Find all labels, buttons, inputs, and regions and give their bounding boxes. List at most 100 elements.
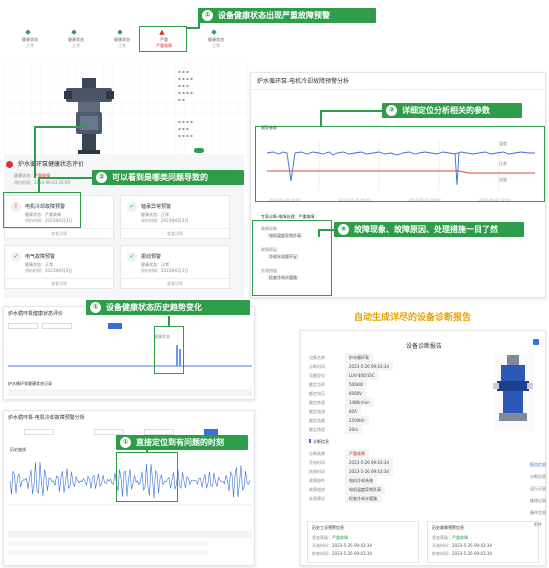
view-details-link[interactable]: 查看详情 xyxy=(5,278,113,288)
warn-card-motor-cooling[interactable]: ! 电机冷却故障预警 健康状态：严重故障 评价时间：2023年6月3日 查看详情 xyxy=(4,195,114,239)
connector-line xyxy=(320,110,382,112)
param-chart: 温度 压差 流量 2023-05-28 00:00 2023-05-30 00:… xyxy=(259,131,541,205)
side-tab-attachment[interactable]: 附件 xyxy=(534,522,542,527)
history-curve xyxy=(9,462,251,499)
history-fault-box: 历史故障预警信息 状态等级：严重故障 开始时间：2023-5-26 09:43:… xyxy=(427,521,539,563)
shield-icon: ◆ xyxy=(211,28,217,36)
history-chart-title: 历史曲线 xyxy=(10,447,26,452)
equipment-photo xyxy=(493,353,533,431)
warn-card-bearing[interactable]: ✓ 轴承异常预警 健康状态：正常 评价时间：2023年6月3日 查看详情 xyxy=(120,195,230,239)
connector-line xyxy=(186,27,200,29)
stat-card[interactable]: ◆ 健康状态 正常 xyxy=(22,28,38,48)
highlight-box-chart xyxy=(255,126,545,202)
eval-time: 评价时间：2023-06-03 20:00 xyxy=(14,180,71,185)
shield-icon: ◆ xyxy=(25,28,31,36)
diag-field: 故障部件电机冷却系统 xyxy=(309,476,377,485)
stat-card[interactable]: ◆ 健康状态 正常 xyxy=(208,28,224,48)
diag-field: 诊断结果严重故障 xyxy=(309,449,369,458)
filter-box[interactable] xyxy=(144,429,174,435)
connector-line xyxy=(38,177,92,179)
warn-card-electrical[interactable]: ✓ 电气故障预警 健康状态：正常 评价时间：2023年6月3日 查看详情 xyxy=(4,245,114,289)
side-tab-diagnosis[interactable]: 诊断信息 xyxy=(530,474,546,479)
report-field: 设备名称炉水循环泵 xyxy=(309,353,373,362)
legend-item: 温度 xyxy=(499,140,507,146)
fault-heading: 专家诊断-故障处理：严重故障 xyxy=(261,214,315,219)
filter-box[interactable] xyxy=(94,429,124,435)
print-icon[interactable] xyxy=(533,339,539,345)
cause-value: 冷却水流量不足 xyxy=(267,254,299,259)
check-icon: ✓ xyxy=(127,202,137,212)
stat-card[interactable]: ◆ 健康状态 正常 xyxy=(114,28,130,48)
filter-box[interactable] xyxy=(42,323,72,329)
history-title: 炉水循环泵-电机冷却故障预警分析 xyxy=(8,415,85,421)
side-list: ▪ ▪ ▪▪ ▪ ▪ ▪▪ ▪ ▪▪ ▪ ▪ ▪▪ ▪ xyxy=(178,69,193,102)
axis-tick: 2023-06-03 00:00 xyxy=(479,198,511,202)
alert-icon: ! xyxy=(11,202,21,212)
tab-alarm-params[interactable]: 报警参数 xyxy=(261,125,277,130)
side-tab-repair[interactable]: 维修记录 xyxy=(530,498,546,503)
side-list: ▪ ▪ ▪ ▪▪ ▪ ▪▪ ▪ ▪ ▪ xyxy=(178,119,193,138)
highlight-box-motor xyxy=(3,192,81,228)
cause-label: 故障原因 xyxy=(261,247,277,252)
side-tab-running[interactable]: 运行记录 xyxy=(530,486,546,491)
filter-box[interactable] xyxy=(24,429,54,435)
view-details-link[interactable]: 查看详情 xyxy=(5,228,113,238)
stat-card[interactable]: ◆ 健康状态 正常 xyxy=(68,28,84,48)
report-headline: 自动生成详尽的设备诊断报告 xyxy=(354,313,472,323)
mini-toggle[interactable] xyxy=(194,148,204,153)
report-title: 设备诊断报告 xyxy=(405,343,442,350)
connector-line xyxy=(38,177,40,193)
search-button[interactable] xyxy=(108,323,122,329)
table-header xyxy=(8,531,252,538)
connector-line xyxy=(318,229,334,231)
axis-tick: 2023-05-30 00:00 xyxy=(339,198,371,202)
axis-tick: 2023-06-01 00:00 xyxy=(409,198,441,202)
table-header xyxy=(8,389,252,396)
view-details-link[interactable]: 查看详情 xyxy=(121,228,229,238)
connector-line xyxy=(34,126,86,128)
box-row: 开始时间：2023-5-26 09:43:34 xyxy=(432,543,492,548)
side-tab-parts[interactable]: 备件信息 xyxy=(530,510,546,515)
diag-field: 故障描述电机温度异常升高 xyxy=(309,485,385,494)
check-icon: ✓ xyxy=(127,252,137,262)
filter-box[interactable] xyxy=(8,323,38,329)
eval-status: 健康状态：严重故障 xyxy=(14,173,50,178)
side-tab-report[interactable]: 报告信息 xyxy=(530,462,546,467)
legend-item: 流量 xyxy=(499,176,507,182)
phenomenon-label: 故障现象 xyxy=(261,226,277,231)
divider xyxy=(251,89,545,90)
box-row: 结束时间：2023-5-26 09:43:34 xyxy=(432,551,492,556)
stat-card-alarm[interactable]: ▲ 严重 严重故障 xyxy=(142,28,186,50)
search-button[interactable] xyxy=(204,429,218,435)
warn-card-vibration[interactable]: ✓ 振动预警 健康状态：正常 评价时间：2023年6月3日 查看详情 xyxy=(120,245,230,289)
view-details-link[interactable]: 查看详情 xyxy=(121,278,229,288)
highlight-box-trend xyxy=(154,326,184,374)
history-condition-box: 历史工况预警信息 状态等级：严重故障 开始时间：2023-5-26 09:43:… xyxy=(307,521,419,563)
history-chart xyxy=(8,462,252,506)
measure-value: 检查冷却水管路 xyxy=(267,275,299,280)
legend-item: 压差 xyxy=(499,160,507,166)
trend-table-title: 炉水循环泵健康状态记录 xyxy=(8,381,52,386)
shield-icon: ◆ xyxy=(117,28,123,36)
measure-label: 处理措施 xyxy=(261,268,277,273)
box-title: 历史工况预警信息 xyxy=(312,525,344,530)
box-row: 结束时间：2023-5-26 09:43:34 xyxy=(312,551,372,556)
box-title: 历史故障预警信息 xyxy=(432,525,464,530)
highlight-box-fault xyxy=(252,220,332,296)
highlight-box-alarm xyxy=(139,26,187,52)
trend-panel: 炉水循环泵健康状态评价 健康状态 炉水循环泵健康状态记录 xyxy=(3,306,255,400)
axis-tick: 2023-05-28 00:00 xyxy=(269,198,301,202)
